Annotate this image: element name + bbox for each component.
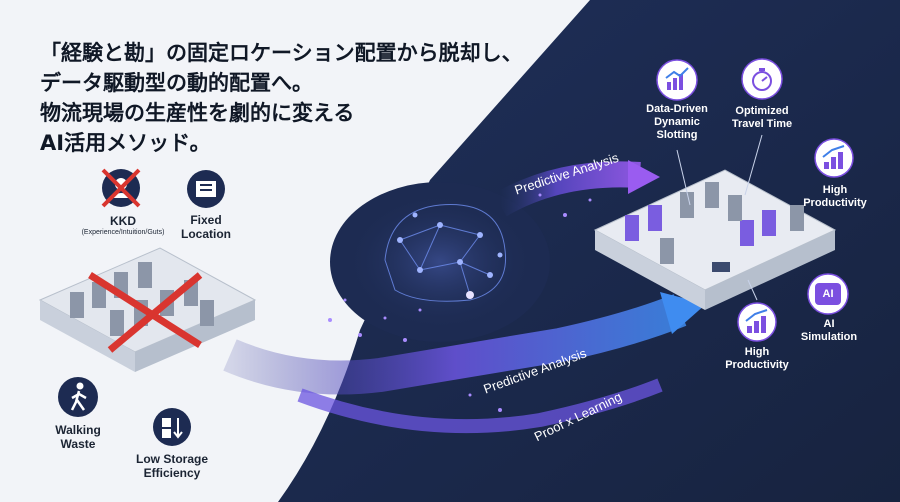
kkd-icon	[101, 168, 141, 208]
right-warehouse	[593, 169, 837, 310]
high-prod-bottom-line-2: Productivity	[725, 359, 789, 371]
walking-waste-line-2: Waste	[60, 437, 96, 451]
ai-simulation-icon	[807, 273, 849, 315]
left-warehouse-cross-a	[88, 272, 202, 348]
flow-ribbon-bottom	[297, 378, 663, 434]
flow-ribbon-middle	[223, 294, 687, 395]
optimized-travel-label: Optimized Travel Time	[715, 105, 809, 131]
low-storage-icon	[153, 408, 191, 446]
fixed-location-icon	[187, 170, 225, 208]
low-storage-line-1: Low Storage	[135, 452, 208, 466]
kkd-label: KKD (Experience/Intuition/Guts)	[68, 214, 178, 237]
walking-waste-label: Walking Waste	[38, 423, 118, 451]
data-driven-label: Data-Driven Dynamic Slotting	[630, 103, 724, 142]
connector-lines	[676, 134, 763, 301]
high-productivity-top-icon	[814, 138, 854, 178]
high-prod-top-line-1: High	[822, 184, 848, 196]
brain-nodes	[397, 212, 503, 299]
headline-line-2: データ駆動型の動的配置へ。	[40, 71, 313, 95]
fixed-location-line-2: Location	[181, 227, 231, 241]
high-productivity-top-label: High Productivity	[790, 184, 880, 210]
high-productivity-bottom-label: High Productivity	[712, 346, 802, 372]
ai-sim-line-1: AI	[823, 318, 835, 330]
walking-waste-icon	[58, 377, 98, 417]
optimized-travel-icon	[741, 58, 783, 100]
walking-waste-line-1: Walking	[55, 423, 101, 437]
fixed-location-label: Fixed Location	[166, 213, 246, 241]
low-storage-label: Low Storage Efficiency	[122, 452, 222, 480]
headline: 「経験と勘」の固定ロケーション配置から脱却し、 データ駆動型の動的配置へ。 物流…	[40, 38, 523, 158]
high-prod-bottom-line-1: High	[744, 346, 770, 358]
data-driven-icon	[656, 59, 698, 101]
brain-network	[384, 204, 507, 302]
optimized-line-1: Optimized	[735, 105, 789, 117]
headline-line-1: 「経験と勘」の固定ロケーション配置から脱却し、	[40, 41, 523, 65]
kkd-subtitle: (Experience/Intuition/Guts)	[81, 229, 165, 236]
fixed-location-line-1: Fixed	[190, 213, 222, 227]
headline-line-4: AI活用メソッド。	[40, 131, 211, 155]
data-driven-line-2: Dynamic	[654, 116, 700, 128]
particles	[328, 193, 592, 412]
data-driven-line-1: Data-Driven	[646, 103, 708, 115]
optimized-line-2: Travel Time	[731, 118, 793, 130]
ai-simulation-icon-text: AI	[822, 288, 834, 300]
flow-arrow-top	[628, 160, 660, 194]
ai-simulation-label: AI Simulation	[790, 318, 868, 344]
low-storage-line-2: Efficiency	[143, 466, 201, 480]
brain-glow	[345, 192, 535, 332]
flow-ribbon-top	[493, 161, 641, 217]
headline-line-3: 物流現場の生産性を劇的に変える	[40, 101, 355, 125]
robot-cart	[712, 262, 730, 272]
high-productivity-bottom-icon	[737, 302, 777, 342]
left-warehouse-cross-b	[107, 272, 203, 353]
kkd-title: KKD	[110, 214, 136, 228]
left-warehouse	[38, 247, 257, 372]
ai-sim-line-2: Simulation	[800, 331, 858, 343]
data-driven-line-3: Slotting	[656, 129, 698, 141]
high-prod-top-line-2: Productivity	[803, 197, 867, 209]
